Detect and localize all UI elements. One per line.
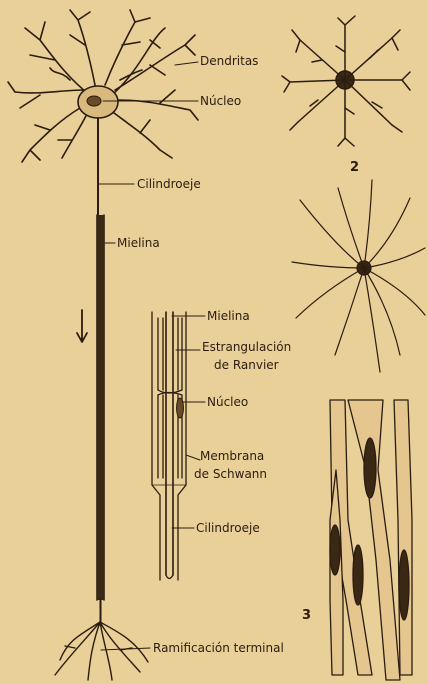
fiber-detail xyxy=(152,312,186,580)
label-nucleo: Núcleo xyxy=(200,94,241,109)
label-ramificacion: Ramificación terminal xyxy=(153,641,284,656)
detail-leader-lines xyxy=(172,316,205,528)
label-detail-mielina: Mielina xyxy=(207,309,250,324)
direction-arrow xyxy=(77,310,87,342)
label-dendritas: Dendritas xyxy=(200,54,258,69)
label-detail-cilindroeje: Cilindroeje xyxy=(196,521,260,536)
neuron-nucleus xyxy=(87,96,101,106)
figure-number-2: 2 xyxy=(350,160,359,175)
label-mielina: Mielina xyxy=(117,236,160,251)
label-detail-nucleo: Núcleo xyxy=(207,395,248,410)
label-estrangulacion-2: de Ranvier xyxy=(214,358,279,373)
label-membrana-1: Membrana xyxy=(200,449,264,464)
label-cilindroeje: Cilindroeje xyxy=(137,177,201,192)
neuron-axon xyxy=(97,118,104,625)
label-membrana-2: de Schwann xyxy=(194,467,267,482)
protoplasmic-astrocyte xyxy=(282,16,410,146)
label-estrangulacion-1: Estrangulación xyxy=(202,340,291,355)
figure-number-3: 3 xyxy=(302,608,311,623)
leader-lines xyxy=(98,62,198,650)
neuroglia-fibers xyxy=(330,400,412,680)
terminal-branches xyxy=(55,622,148,680)
fibrous-astrocyte xyxy=(292,180,425,372)
